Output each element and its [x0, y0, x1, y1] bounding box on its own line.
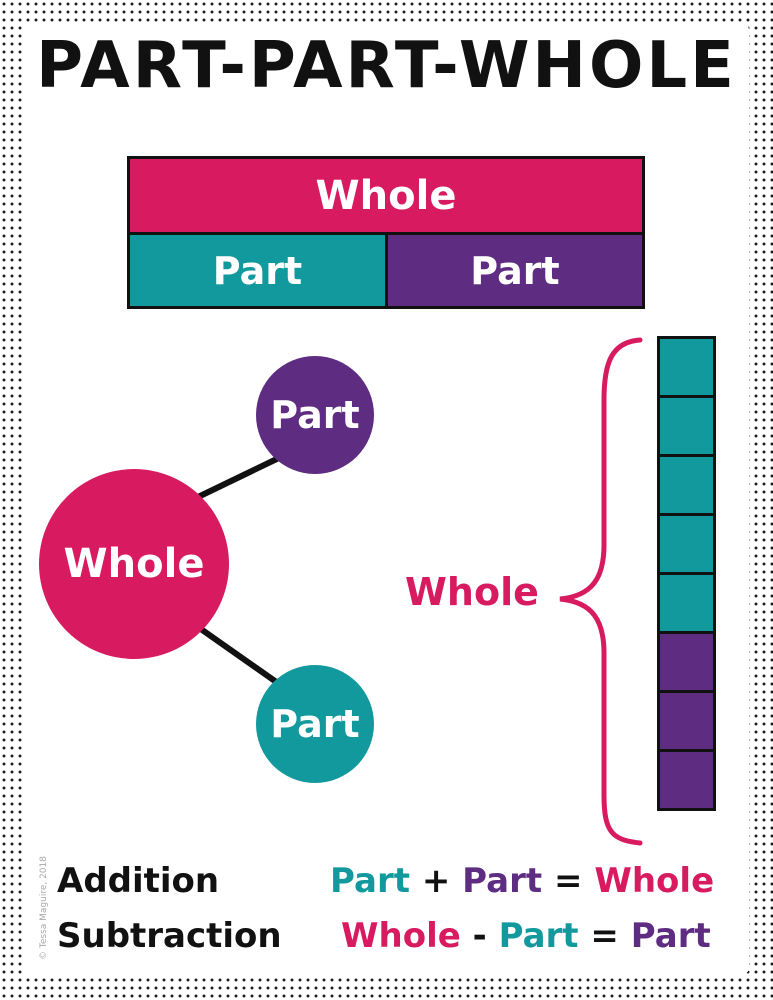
page-title: PART-PART-WHOLE	[36, 29, 737, 103]
bond-whole-circle	[39, 469, 229, 659]
cube-purple	[660, 752, 713, 808]
subtraction-term-part-1: Part	[498, 916, 579, 956]
addition-label: Addition	[57, 864, 219, 898]
number-bond-diagram	[39, 356, 374, 783]
bond-bottom-part-circle	[256, 665, 374, 783]
cube-purple	[660, 634, 713, 693]
cube-teal	[660, 457, 713, 516]
addition-term-part-2: Part	[462, 861, 543, 901]
subtraction-label: Subtraction	[57, 919, 282, 953]
bond-bottom-part-label: Part	[270, 702, 360, 746]
bar-whole-segment: Whole	[130, 159, 642, 235]
bond-connector-bottom	[196, 624, 284, 689]
cube-purple	[660, 693, 713, 752]
bar-part-left-segment: Part	[130, 235, 388, 306]
cube-teal	[660, 398, 713, 457]
cube-teal	[660, 339, 713, 398]
curly-brace	[559, 337, 643, 846]
subtraction-word: Subtraction	[57, 916, 282, 956]
equals-sign: =	[554, 861, 583, 901]
bond-whole-label: Whole	[63, 541, 205, 587]
bond-top-part-circle	[256, 356, 374, 474]
bar-part-right-segment: Part	[388, 235, 642, 306]
cube-teal	[660, 516, 713, 575]
copyright-text: © Tessa Maguire, 2018	[39, 856, 49, 960]
equals-sign: =	[590, 916, 619, 956]
addition-equation: Part + Part = Whole	[330, 864, 714, 898]
addition-word: Addition	[57, 861, 220, 901]
plus-sign: +	[421, 861, 451, 901]
bond-top-part-label: Part	[270, 393, 360, 437]
subtraction-equation: Whole - Part = Part	[341, 919, 711, 953]
subtraction-term-part-2: Part	[630, 916, 711, 956]
cube-tower	[657, 336, 716, 811]
bar-model: Whole Part Part	[127, 156, 645, 309]
brace-shape	[559, 337, 643, 846]
addition-term-part-1: Part	[330, 861, 410, 901]
brace-whole-label: Whole	[405, 570, 539, 614]
addition-term-whole: Whole	[594, 861, 715, 901]
bond-connector-top	[196, 452, 287, 500]
subtraction-term-whole: Whole	[341, 916, 461, 956]
cube-teal	[660, 575, 713, 634]
minus-sign: -	[472, 916, 487, 956]
